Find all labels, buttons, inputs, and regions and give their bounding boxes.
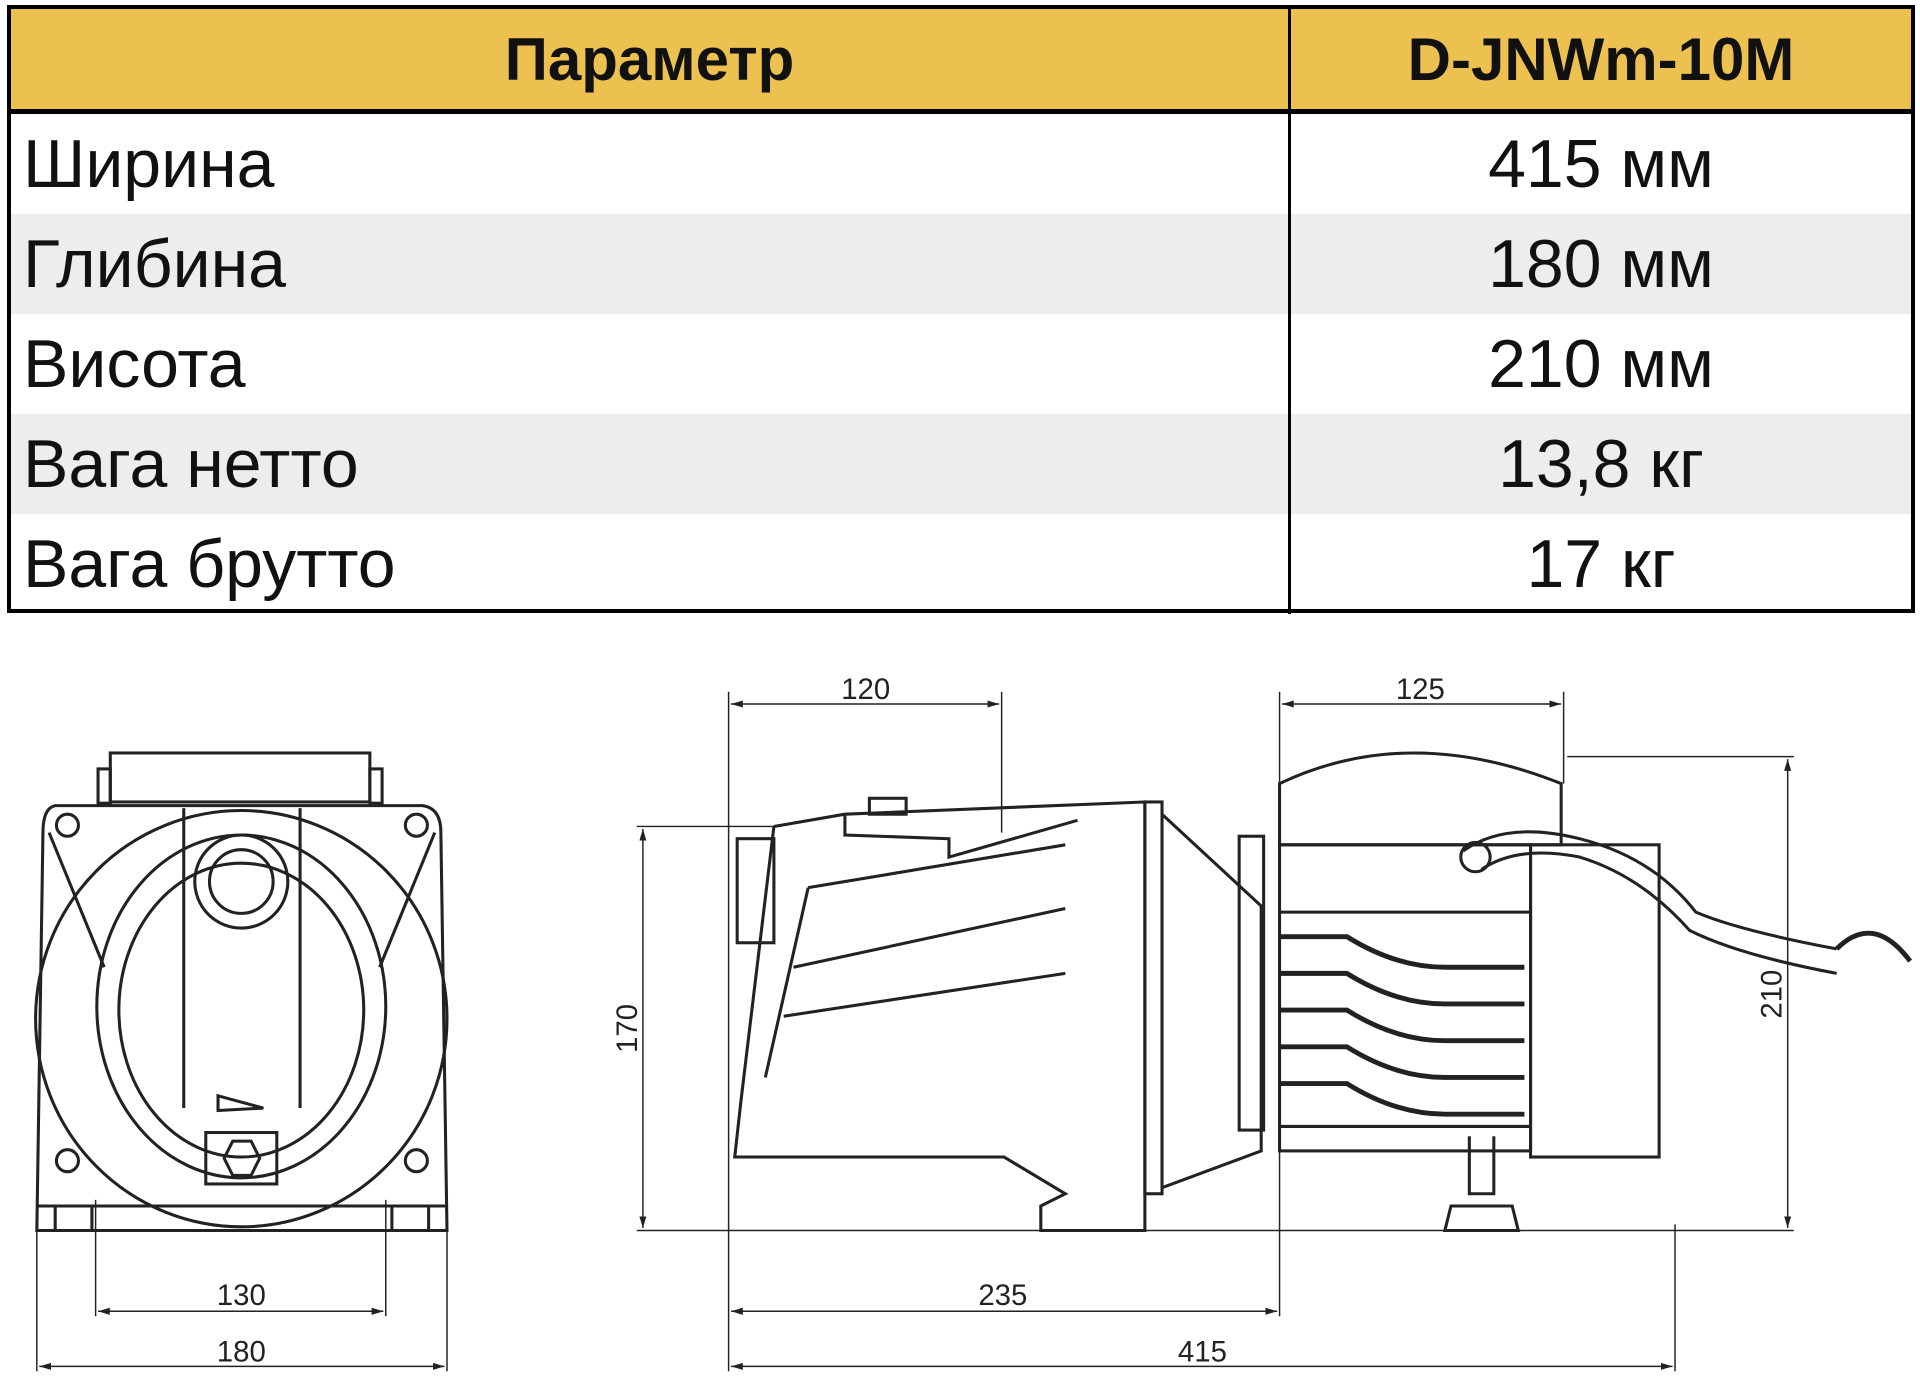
row-value: 415 мм xyxy=(1288,114,1911,214)
specs-table: Параметр D-JNWm-10M Ширина 415 мм Глибин… xyxy=(7,5,1915,614)
dim-235-label: 235 xyxy=(978,1279,1027,1312)
table-row: Глибина 180 мм xyxy=(11,214,1911,314)
row-param: Висота xyxy=(23,326,246,402)
header-param: Параметр xyxy=(504,25,795,93)
dim-415-label: 415 xyxy=(1178,1335,1227,1368)
dim-120-label: 120 xyxy=(841,673,890,706)
dim-125-label: 125 xyxy=(1396,673,1445,706)
dim-170-label: 170 xyxy=(611,1004,644,1053)
front-view xyxy=(34,751,449,1233)
dim-130-label: 130 xyxy=(217,1279,266,1312)
row-value: 180 мм xyxy=(1288,214,1911,314)
dim-210-label: 210 xyxy=(1756,970,1789,1019)
header-model: D-JNWm-10M xyxy=(1288,9,1911,109)
table-row: Ширина 415 мм xyxy=(11,114,1911,214)
row-value: 13,8 кг xyxy=(1288,414,1911,514)
row-param: Глибина xyxy=(23,226,286,302)
row-value: 210 мм xyxy=(1288,314,1911,414)
row-param: Вага брутто xyxy=(23,526,396,602)
dim-180-label: 180 xyxy=(217,1335,266,1368)
table-row: Вага брутто 17 кг xyxy=(11,514,1911,614)
side-dimensions xyxy=(636,691,1794,1372)
row-param: Вага нетто xyxy=(23,426,359,502)
row-param: Ширина xyxy=(23,126,275,202)
table-row: Вага нетто 13,8 кг xyxy=(11,414,1911,514)
front-dimensions xyxy=(36,1199,448,1372)
table-row: Висота 210 мм xyxy=(11,314,1911,414)
row-value: 17 кг xyxy=(1288,514,1911,614)
table-header: Параметр D-JNWm-10M xyxy=(11,9,1911,114)
side-view xyxy=(733,751,1913,1233)
